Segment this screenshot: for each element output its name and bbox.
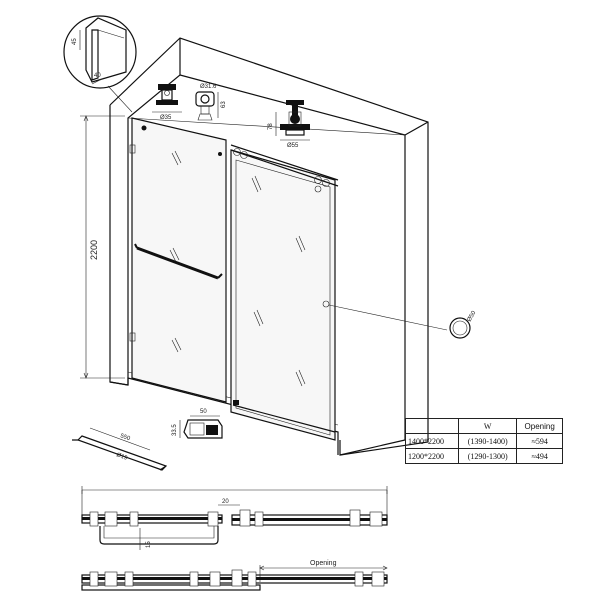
- fixed-glass-panel: [129, 117, 227, 403]
- height-dimension: 2200: [80, 115, 125, 379]
- roller-diameter-label: Ø55: [287, 143, 299, 149]
- knob-callout: Ø50: [328, 304, 478, 339]
- table-header-w: W: [458, 418, 518, 434]
- plan-offset-label: 20: [222, 499, 229, 505]
- roller-height-label: 78: [268, 123, 274, 130]
- table-cell-size: 1200*2200: [404, 448, 460, 464]
- table-row: 1400*2200 (1390-1400) ≈594: [404, 433, 563, 449]
- guide-width-label: 50: [200, 409, 207, 415]
- floor-guide-detail: 50 33.5: [172, 409, 223, 439]
- detail-thickness-label: 45: [72, 38, 78, 45]
- hinge-bottom-icon: [129, 332, 136, 342]
- guide-height-label: 33.5: [172, 424, 178, 436]
- table-header-size: [404, 418, 460, 434]
- towel-bar-length-label: 550: [119, 433, 131, 442]
- table-cell-w: (1290-1300): [458, 448, 518, 464]
- top-fitting-detail: Ø35 Ø31.6 63: [152, 84, 227, 121]
- plan-open-fittings: [89, 569, 385, 587]
- top-fitting-base-label: Ø35: [160, 115, 172, 121]
- sliding-door-panel: [230, 144, 339, 441]
- bolt-dot: [218, 152, 222, 156]
- opening-label: Opening: [310, 560, 337, 567]
- table-cell-w: (1390-1400): [458, 433, 518, 449]
- door-knob-icon: [322, 300, 330, 308]
- towel-bar: [134, 243, 223, 280]
- top-fitting-height-label: 63: [221, 101, 227, 108]
- table-header-opening: Opening: [516, 418, 563, 434]
- towel-bar-diameter-label: Ø19: [115, 452, 128, 462]
- glass-reflection-marks: [169, 150, 182, 353]
- plan-closed-fittings: [89, 509, 383, 527]
- roller-wheels: [233, 148, 330, 193]
- height-label: 2200: [89, 240, 99, 260]
- top-fitting-dot: [141, 125, 147, 131]
- size-spec-table: W Opening 1400*2200 (1390-1400) ≈594 120…: [404, 418, 563, 464]
- knob-diameter-label: Ø50: [467, 310, 478, 323]
- plan-depth-label: 15: [146, 541, 152, 548]
- table-header-row: W Opening: [404, 418, 563, 434]
- table-cell-opening: ≈494: [516, 448, 563, 464]
- table-cell-opening: ≈594: [516, 433, 563, 449]
- plan-view-closed: 20 15: [81, 486, 388, 550]
- hinge-top-icon: [129, 144, 136, 154]
- table-row: 1200*2200 (1290-1300) ≈494: [404, 448, 563, 464]
- top-fitting-diameter-label: Ø31.6: [200, 84, 217, 90]
- door-reflection-marks: [251, 175, 306, 387]
- detail-width-label: 40: [94, 73, 101, 79]
- table-cell-size: 1400*2200: [404, 433, 460, 449]
- towel-bar-detail: 550 Ø19: [72, 427, 168, 471]
- glass-thickness-detail: 45 40: [63, 15, 137, 113]
- roller-detail: 78 Ø55: [268, 100, 310, 149]
- knob-detail-icon: [449, 317, 471, 339]
- plan-view-open: Opening: [81, 560, 388, 591]
